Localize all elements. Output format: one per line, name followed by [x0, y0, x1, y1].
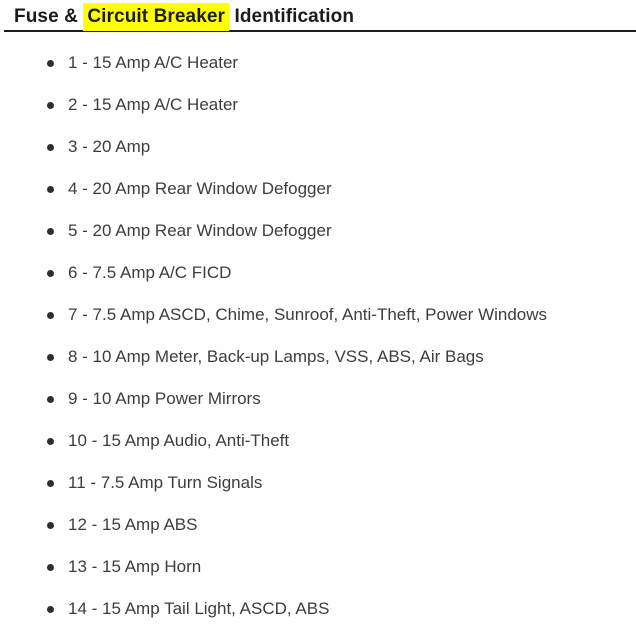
list-item: 11 - 7.5 Amp Turn Signals: [47, 462, 636, 504]
list-item: 6 - 7.5 Amp A/C FICD: [47, 252, 636, 294]
title-highlight: Circuit Breaker: [83, 3, 230, 31]
list-item: 3 - 20 Amp: [47, 126, 636, 168]
list-item: 13 - 15 Amp Horn: [47, 546, 636, 588]
page-title-prefix: Fuse &: [14, 6, 84, 27]
list-item: 8 - 10 Amp Meter, Back-up Lamps, VSS, AB…: [47, 336, 636, 378]
heading-divider: [4, 30, 636, 32]
list-item: 1 - 15 Amp A/C Heater: [47, 42, 636, 84]
list-item: 9 - 10 Amp Power Mirrors: [47, 378, 636, 420]
list-item: 12 - 15 Amp ABS: [47, 504, 636, 546]
page-title-suffix: Identification: [229, 6, 355, 27]
list-item: 10 - 15 Amp Audio, Anti-Theft: [47, 420, 636, 462]
list-item: 2 - 15 Amp A/C Heater: [47, 84, 636, 126]
list-item: 7 - 7.5 Amp ASCD, Chime, Sunroof, Anti-T…: [47, 294, 636, 336]
list-item: 5 - 20 Amp Rear Window Defogger: [47, 210, 636, 252]
page-title: Fuse & Circuit Breaker Identification: [0, 0, 636, 31]
list-item: 4 - 20 Amp Rear Window Defogger: [47, 168, 636, 210]
list-item: 14 - 15 Amp Tail Light, ASCD, ABS: [47, 588, 636, 629]
